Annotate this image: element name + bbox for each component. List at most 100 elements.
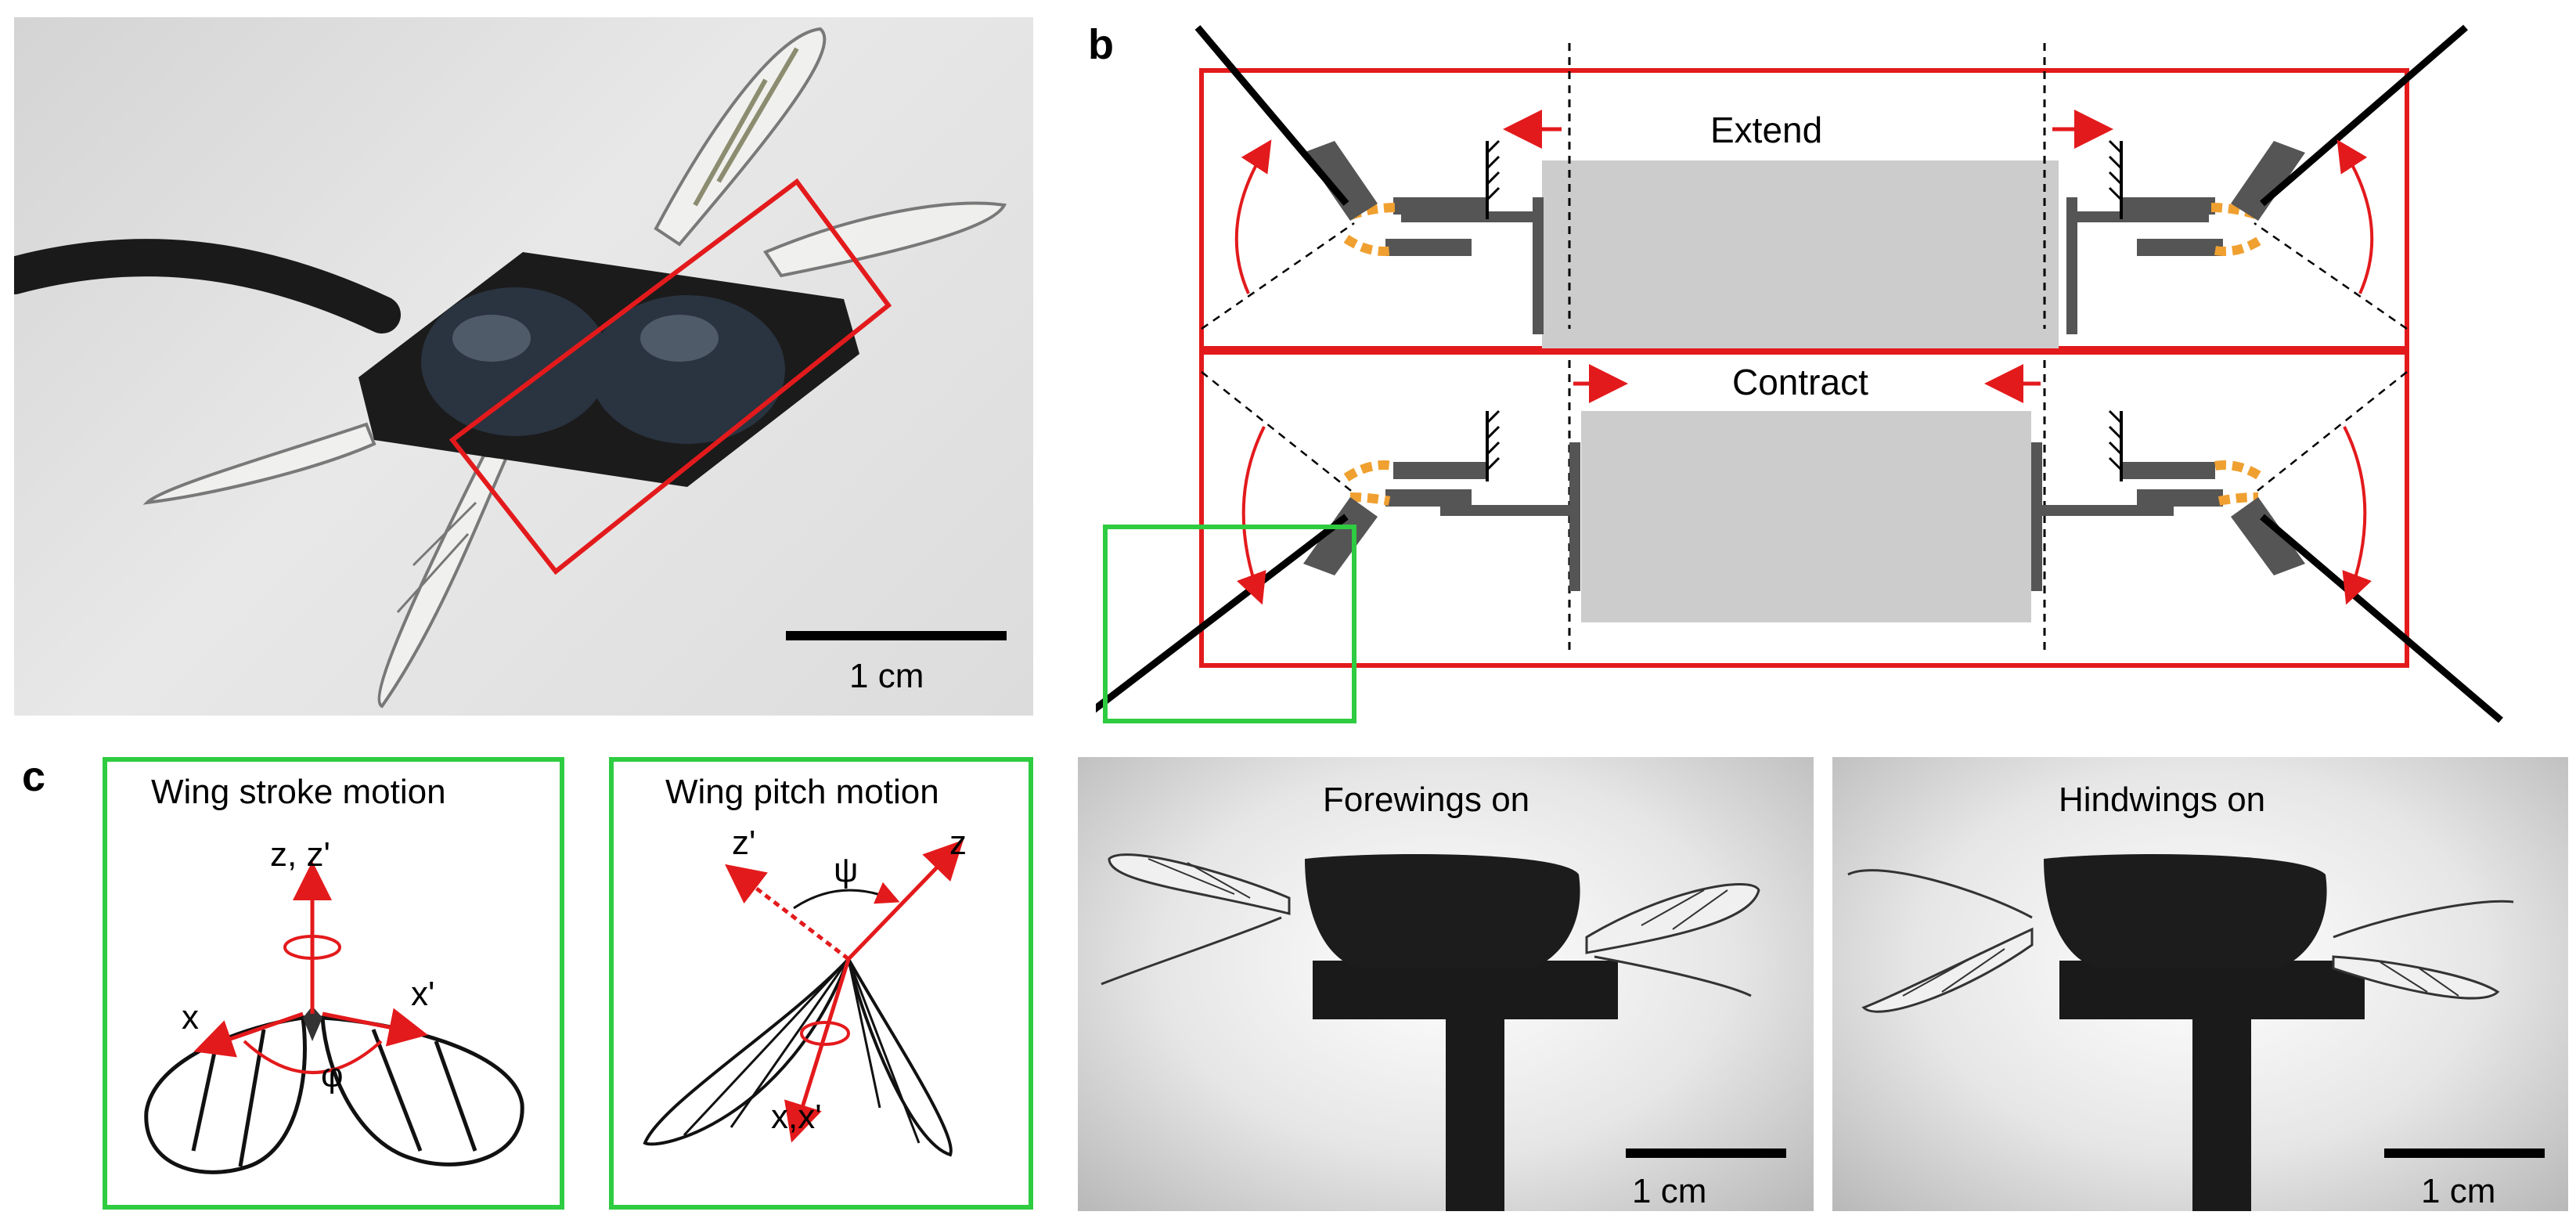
robot-photo-drawing	[14, 27, 1007, 709]
forewings-drawing	[1101, 853, 1786, 1211]
wing-pitch-box	[609, 757, 1033, 1210]
actuator-right	[589, 295, 785, 444]
end-plate-right	[2066, 197, 2077, 334]
rotation-indicator	[800, 1021, 850, 1046]
wing-vein	[847, 958, 881, 1109]
wing-vein	[847, 958, 921, 1144]
dashed-guide	[2254, 222, 2408, 330]
wing-vein	[716, 47, 799, 183]
hindwings-drawing	[1847, 854, 2545, 1211]
wing-spar-right	[2260, 24, 2468, 207]
x-axis-arrow	[193, 1011, 304, 1058]
linkage-bar	[2121, 462, 2215, 479]
actuator-left	[421, 287, 609, 436]
actuator-highlight	[452, 315, 531, 362]
forewings-on-title: Forewings on	[1323, 781, 1530, 819]
linkage-bar	[2041, 505, 2174, 516]
highlight-box-green	[1103, 525, 1356, 723]
linkage-bar	[1440, 505, 1573, 516]
wing-vein	[1641, 889, 1705, 926]
flexure	[2214, 234, 2265, 256]
zprime-axis-arrow	[725, 864, 850, 961]
extend-label: Extend	[1710, 110, 1823, 150]
wing-pitch-title: Wing pitch motion	[665, 773, 939, 811]
linkage-bar	[1385, 239, 1472, 256]
wing-root	[303, 1006, 322, 1041]
pitch-wing-left	[643, 957, 850, 1146]
wing-vein	[2380, 961, 2428, 993]
flexure	[1343, 234, 1394, 256]
axis-x-label: x	[182, 998, 199, 1037]
x-xprime-axis-arrow	[784, 958, 851, 1143]
transmission-schematic	[1096, 24, 2503, 723]
scalebar-d-right-label: 1 cm	[2421, 1172, 2496, 1210]
hindwing-spar-left	[1101, 916, 1282, 986]
wing-hinge-right	[2231, 497, 2305, 575]
wing-spar-right	[2260, 514, 2503, 723]
end-plate-left	[1569, 442, 1580, 591]
stroke-arc-right	[2342, 426, 2372, 605]
wing-hinge-right	[2231, 141, 2305, 221]
wing-vein	[1941, 948, 2005, 993]
right-wing	[762, 201, 1007, 278]
contract-frame	[1199, 350, 2409, 668]
wing-vein	[1147, 858, 1235, 895]
dashed-guide	[1201, 371, 1355, 494]
stroke-arc-right	[2336, 139, 2374, 294]
wing-vein	[2419, 968, 2459, 997]
linkage-bar	[2137, 489, 2223, 507]
highlight-box-red	[449, 178, 892, 575]
wing-vein	[1187, 862, 1251, 899]
actuator-highlight	[640, 315, 719, 362]
scalebar-d-right	[2384, 1148, 2545, 1158]
wing-hinge-left	[1303, 497, 1378, 575]
forewings-on-photo	[1078, 757, 1814, 1211]
right-wing-outline	[320, 1015, 524, 1167]
stroke-arc-left	[1237, 426, 1266, 605]
linkage-bar	[1393, 462, 1487, 479]
robot-body	[2044, 854, 2327, 968]
axis-z-label: z	[949, 824, 967, 862]
pitch-wing-right	[847, 958, 953, 1157]
left-wing	[142, 422, 376, 505]
wing-vein	[1902, 952, 1982, 997]
panel-c-letter: c	[22, 753, 46, 800]
forewing-left	[1108, 853, 1291, 915]
wing-stroke-diagram	[144, 861, 524, 1174]
wing-hinge-left	[1303, 141, 1378, 221]
linkage-bar	[2121, 197, 2215, 215]
mount-base	[1313, 961, 1618, 1019]
flexure	[1343, 460, 1394, 482]
panel-b-letter: b	[1088, 21, 1114, 68]
end-plate-right	[2031, 442, 2042, 591]
angle-psi-label: ψ	[834, 851, 859, 889]
linkage-bar	[1385, 489, 1472, 507]
wing-vein	[730, 958, 850, 1128]
robot-photo	[14, 17, 1033, 716]
scalebar-a	[786, 631, 1007, 640]
contract-label: Contract	[1732, 362, 1868, 402]
wing-pitch-diagram	[643, 839, 964, 1157]
dashed-guide	[2254, 371, 2408, 494]
hindwing-right	[2332, 955, 2500, 1000]
hindwings-on-title: Hindwings on	[2059, 781, 2266, 819]
ground-hatch	[1486, 139, 1501, 201]
scalebar-a-label: 1 cm	[849, 657, 924, 695]
hindwing-spar-right	[1594, 955, 1752, 997]
wing-vein	[1672, 889, 1728, 930]
scalebar-d-left	[1626, 1148, 1786, 1158]
flexure	[1349, 492, 1391, 506]
linkage-bar	[2137, 239, 2223, 256]
axis-x-xprime-label: x,x'	[771, 1098, 822, 1136]
axis-zprime-label: z'	[732, 824, 756, 862]
wing-vein	[434, 1040, 477, 1152]
linkage-bar	[1393, 197, 1487, 215]
wing-stroke-box	[103, 757, 564, 1210]
wing-spar-left	[1194, 25, 1349, 206]
xprime-axis-arrow	[322, 1008, 428, 1047]
mount-base	[2059, 961, 2365, 1019]
ground-hatch	[1486, 409, 1501, 471]
lower-wing	[377, 454, 510, 709]
wing-vein	[191, 1040, 219, 1152]
stroke-arc-left	[1234, 139, 1272, 294]
